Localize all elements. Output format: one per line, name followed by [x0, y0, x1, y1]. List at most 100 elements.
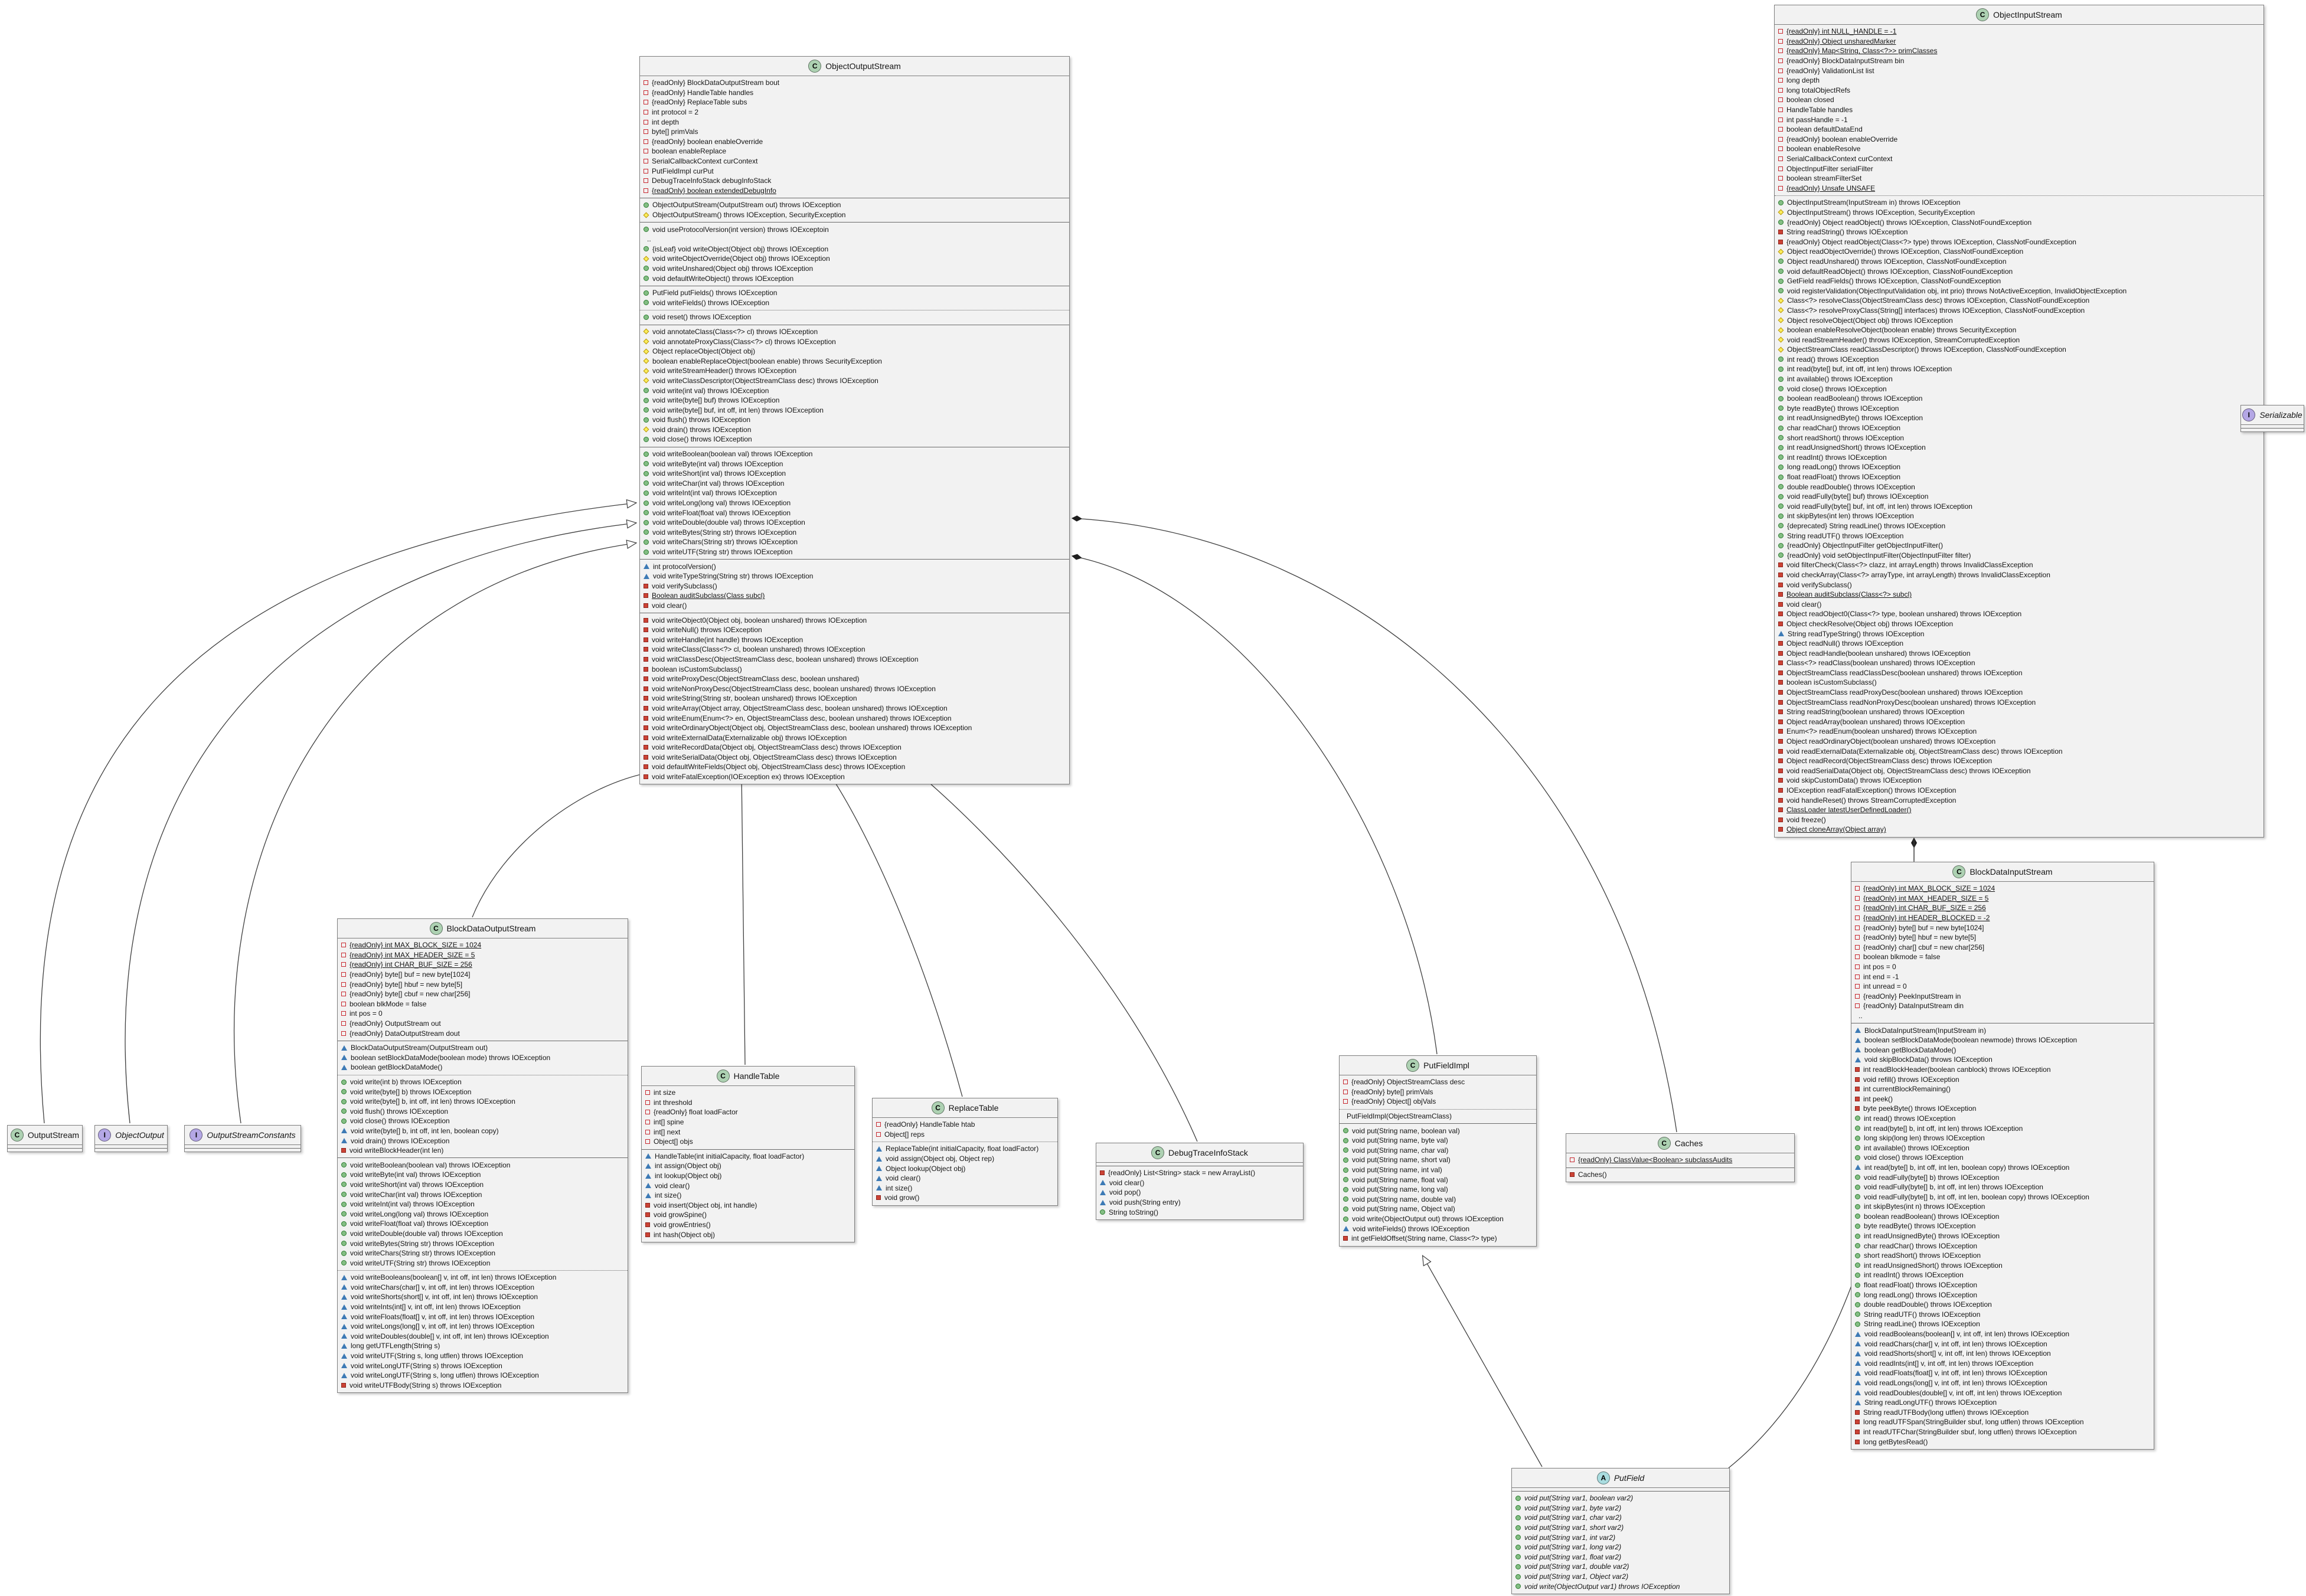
member-text: {readOnly} int MAX_HEADER_SIZE = 5 [350, 950, 475, 959]
member-row: void write(byte[] b, int off, int len, b… [341, 1126, 624, 1136]
member-text: void pop() [1109, 1188, 1141, 1197]
member-row: ObjectOutputStream(OutputStream out) thr… [644, 200, 1066, 210]
member-row: int getFieldOffset(String name, Class<?>… [1343, 1234, 1533, 1244]
member-row: int read(byte[] b, int off, int len, boo… [1855, 1163, 2150, 1173]
member-row: Object resolveObject(Object obj) throws … [1778, 315, 2260, 325]
package-method-icon [876, 1166, 882, 1172]
member-row: void writeUTF(String s, long utflen) thr… [341, 1351, 624, 1361]
private-field-icon [644, 100, 648, 105]
member-row: void growEntries() [645, 1220, 851, 1230]
member-row: void writeLongUTF(String s, long utflen)… [341, 1371, 624, 1381]
member-text: ObjectStreamClass readProxyDesc(boolean … [1786, 688, 2023, 697]
member-text: void put(String name, boolean val) [1352, 1126, 1460, 1135]
package-method-icon [876, 1185, 882, 1191]
member-row: String readString(boolean unshared) thro… [1778, 707, 2260, 717]
private-method-icon [1778, 690, 1783, 695]
member-text: {readOnly} int HEADER_BLOCKED = -2 [1863, 914, 1990, 923]
private-method-icon [1855, 1409, 1860, 1415]
member-row: {readOnly} Object[] objVals [1343, 1097, 1533, 1107]
member-text: Boolean auditSubclass(Class<?> subcl) [1786, 590, 1912, 599]
member-row: void put(String name, int val) [1343, 1165, 1533, 1175]
member-text: void grow() [884, 1193, 920, 1202]
public-method-icon [1343, 1128, 1348, 1134]
member-text: Object[] reps [884, 1130, 925, 1139]
member-row: DebugTraceInfoStack debugInfoStack [644, 176, 1066, 186]
member-row: void write(byte[] buf) throws IOExceptio… [644, 395, 1066, 405]
private-field-icon [644, 168, 648, 174]
public-method-icon [644, 388, 649, 394]
member-row: void readFully(byte[] buf, int off, int … [1778, 502, 2260, 512]
private-field-icon [341, 952, 346, 957]
member-text: void writeUTF(String str) throws IOExcep… [652, 548, 793, 557]
member-row: Object replaceObject(Object obj) [643, 346, 1066, 357]
private-field-icon [1778, 38, 1783, 44]
member-row: void writeClass(Class<?> cl, boolean uns… [644, 645, 1066, 655]
member-text: void put(String var1, int var2) [1524, 1533, 1616, 1542]
private-method-icon [1855, 1439, 1860, 1444]
member-row: void writeFloat(float val) throws IOExce… [341, 1219, 624, 1229]
package-method-icon [645, 1153, 651, 1159]
member-text: void verifySubclass() [652, 581, 717, 590]
private-field-icon [1778, 48, 1783, 54]
class-name: Caches [1674, 1139, 1703, 1148]
member-text: {readOnly} int MAX_BLOCK_SIZE = 1024 [350, 941, 482, 950]
member-text: float readFloat() throws IOException [1864, 1281, 1978, 1290]
package-method-icon [876, 1146, 882, 1152]
member-text: {readOnly} BlockDataInputStream bin [1786, 57, 1905, 66]
member-row: int available() throws IOException [1855, 1143, 2150, 1153]
member-text: void readBooleans(boolean[] v, int off, … [1864, 1330, 2070, 1339]
member-row: void readShorts(short[] v, int off, int … [1855, 1349, 2150, 1359]
member-row: void registerValidation(ObjectInputValid… [1778, 286, 2260, 296]
member-text: void write(int b) throws IOException [350, 1078, 462, 1087]
member-row: void write(int b) throws IOException [341, 1077, 624, 1087]
member-text: void writeClassDescriptor(ObjectStreamCl… [652, 376, 878, 385]
member-text: void put(String name, byte val) [1352, 1136, 1448, 1145]
public-method-icon [644, 451, 649, 457]
public-method-icon [1515, 1544, 1521, 1550]
member-text: double readDouble() throws IOException [1787, 482, 1915, 491]
member-row: void writeStreamHeader() throws IOExcept… [643, 366, 1066, 376]
class-icon: C [10, 1129, 24, 1142]
private-method-icon [1855, 1106, 1860, 1111]
member-row: void growSpine() [645, 1210, 851, 1220]
member-text: {readOnly} boolean enableOverride [652, 137, 763, 146]
member-text: int skipBytes(int n) throws IOException [1864, 1202, 1985, 1211]
member-text: void writeObjectOverride(Object obj) thr… [652, 254, 830, 263]
member-text: void clear() [655, 1181, 690, 1190]
member-row: void writeSerialData(Object obj, ObjectS… [644, 753, 1066, 763]
member-text: void writeSerialData(Object obj, ObjectS… [652, 753, 897, 761]
package-method-icon [1855, 1360, 1861, 1366]
member-row: {readOnly} HandleTable handles [644, 88, 1066, 98]
member-row: {readOnly} boolean extendedDebugInfo [644, 186, 1066, 196]
member-text: void readChars(char[] v, int off, int le… [1864, 1339, 2047, 1348]
private-method-icon [1778, 739, 1783, 744]
package-method-icon [341, 1372, 347, 1378]
public-method-icon [644, 500, 649, 506]
methods-compartment [8, 1148, 82, 1152]
private-field-icon [644, 119, 648, 125]
member-row: void writeLongUTF(String s) throws IOExc… [341, 1360, 624, 1371]
private-method-icon [1855, 1096, 1860, 1101]
public-method-icon [644, 397, 649, 403]
member-text: void writeChars(String str) throws IOExc… [652, 538, 798, 547]
member-row: boolean enableResolve [1778, 144, 2260, 154]
member-row: void put(String var1, Object var2) [1515, 1572, 1726, 1582]
member-text: void put(String var1, double var2) [1524, 1562, 1629, 1571]
public-method-icon [644, 519, 649, 525]
